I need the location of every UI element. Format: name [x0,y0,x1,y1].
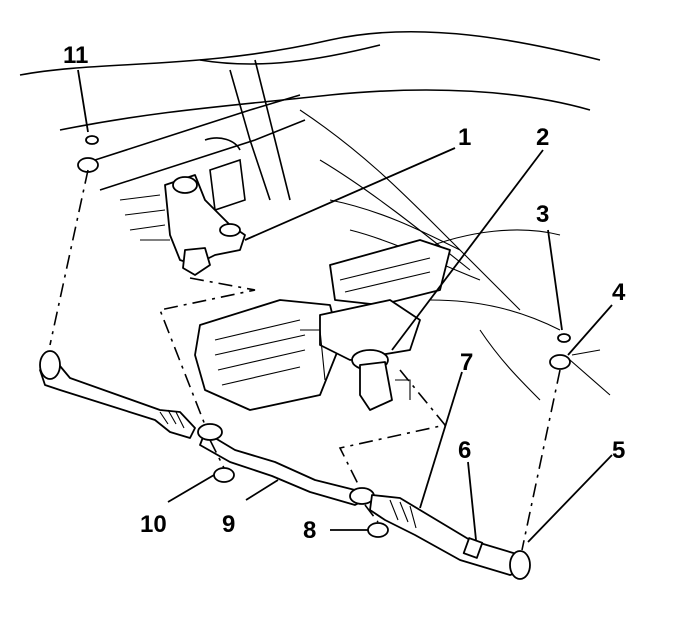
relay-rod [197,423,375,506]
callout-11: 11 [63,42,88,69]
idler-arm [119,174,246,276]
callout-8: 8 [303,517,316,544]
callout-9: 9 [222,511,235,538]
right-tie-rod [369,494,531,580]
callout-6: 6 [458,437,471,464]
callout-labels: 11 1 2 3 4 7 5 6 10 9 8 [63,42,626,544]
callout-5: 5 [612,437,625,464]
callout-4: 4 [612,279,626,306]
leader-lines [77,69,613,543]
callout-3: 3 [536,201,549,228]
fasteners [77,135,611,538]
callout-1: 1 [458,124,471,151]
steering-gear [194,239,451,411]
left-tie-rod [39,350,196,439]
vehicle-frame [19,30,601,401]
callout-10: 10 [140,511,167,538]
assembly-lines [49,169,561,551]
callout-7: 7 [460,349,473,376]
callout-2: 2 [536,124,549,151]
